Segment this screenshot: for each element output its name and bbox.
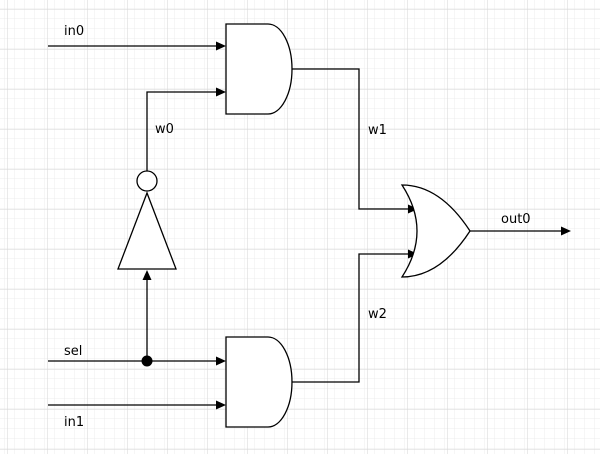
label-sel: sel	[64, 344, 82, 359]
wire-out0	[470, 226, 571, 236]
label-w1: w1	[368, 123, 387, 138]
arrowhead-icon	[142, 270, 152, 280]
inverter-bubble	[136, 170, 158, 192]
inverter-gate	[117, 170, 177, 270]
arrowhead-icon	[216, 41, 226, 51]
wire-sel	[48, 270, 226, 367]
arrowhead-icon	[216, 87, 226, 97]
arrowhead-icon	[216, 356, 226, 366]
label-out0: out0	[501, 212, 531, 227]
junction-dot	[141, 355, 153, 367]
wire-w0	[146, 87, 226, 171]
label-w0: w0	[155, 122, 174, 137]
wire-in1	[48, 400, 226, 410]
and-gate-bottom	[225, 336, 293, 428]
label-in1: in1	[64, 415, 84, 430]
wire-in0	[48, 41, 226, 51]
label-w2: w2	[368, 307, 387, 322]
and-gate-top	[225, 23, 293, 115]
label-in0: in0	[64, 24, 84, 39]
arrowhead-icon	[561, 226, 571, 236]
or-gate	[400, 184, 471, 278]
arrowhead-icon	[216, 400, 226, 410]
